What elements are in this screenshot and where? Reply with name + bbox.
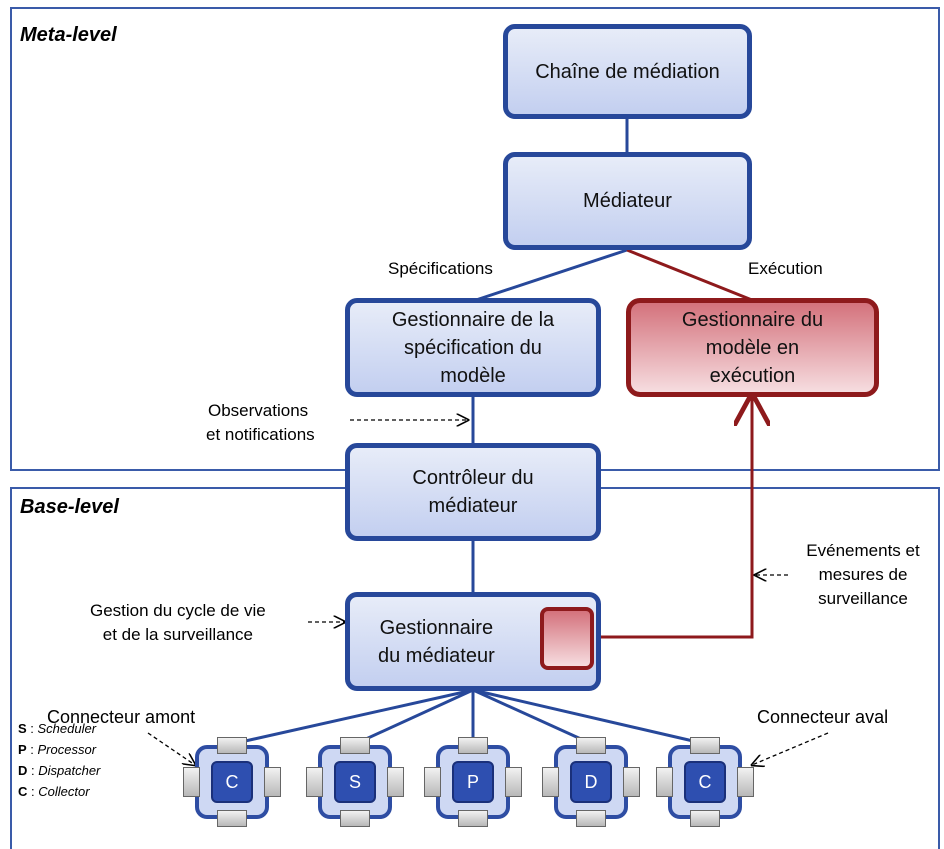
legend: S : Scheduler P : Processor D : Dispatch… (18, 718, 100, 802)
connector-dispatcher: D (542, 733, 640, 831)
monitoring-red-arrow (593, 396, 752, 639)
evenements-line-3: surveillance (818, 589, 908, 608)
chaine-de-mediation-box: Chaîne de médiation (503, 24, 752, 119)
port-left (542, 767, 559, 797)
wire-mediateur-spec (472, 248, 628, 303)
connecteur-amont-label: Connecteur amont (47, 707, 196, 727)
connector-letter: D (570, 761, 612, 803)
legend-item: D : Dispatcher (18, 763, 101, 778)
observations-line-1: Observations (208, 401, 309, 420)
port-bottom (690, 810, 720, 827)
wire-mediateur-exec (626, 248, 753, 302)
gest-exec-line-2: modèle en (705, 336, 800, 359)
gest-exec-line-1: Gestionnaire du (681, 308, 824, 331)
port-bottom (217, 810, 247, 827)
wire-to-connector-1 (231, 688, 474, 746)
connector-letter: C (211, 761, 253, 803)
legend-item: C : Collector (18, 784, 90, 799)
connector-letter: C (684, 761, 726, 803)
connector-collector-downstream: C (656, 733, 754, 831)
port-left (183, 767, 200, 797)
connecteur-amont-arrow (147, 732, 195, 765)
port-left (306, 767, 323, 797)
base-level-label: Base-level (20, 496, 119, 518)
port-right (387, 767, 404, 797)
gest-spec-line-3: modèle (440, 364, 506, 387)
execution-label: Exécution (748, 259, 823, 278)
gestionnaire-execution-box: Gestionnaire du modèle en exécution (626, 298, 879, 397)
chaine-de-mediation-label: Chaîne de médiation (535, 60, 720, 83)
legend-item: P : Processor (18, 742, 97, 757)
gestion-cycle-line-2: et de la surveillance (102, 625, 254, 644)
port-top (576, 737, 606, 754)
monitoring-probe (540, 607, 594, 670)
observations-annotation: Observations et notifications (206, 399, 315, 447)
evenements-line-1: Evénements et (806, 541, 920, 560)
port-left (424, 767, 441, 797)
gestion-cycle-annotation: Gestion du cycle de vie et de la surveil… (90, 599, 266, 647)
evenements-annotation: Evénements et mesures de surveillance (788, 539, 938, 611)
gestion-cycle-line-1: Gestion du cycle de vie (90, 601, 266, 620)
gest-med-line-1: Gestionnaire (379, 616, 494, 639)
controleur-box: Contrôleur du médiateur (345, 443, 601, 541)
port-right (505, 767, 522, 797)
connecteur-aval-label: Connecteur aval (757, 707, 889, 727)
legend-item: S : Scheduler (18, 721, 97, 736)
connecteur-aval-arrow (752, 732, 829, 765)
connector-letter: S (334, 761, 376, 803)
connector-processor: P (424, 733, 522, 831)
port-right (623, 767, 640, 797)
port-top (458, 737, 488, 754)
connector-collector-upstream: C (183, 733, 281, 831)
mediateur-label: Médiateur (583, 190, 672, 212)
port-right (264, 767, 281, 797)
gest-spec-line-1: Gestionnaire de la (391, 308, 555, 331)
controleur-line-2: médiateur (428, 495, 518, 517)
port-top (690, 737, 720, 754)
port-bottom (458, 810, 488, 827)
meta-level-label: Meta-level (20, 24, 117, 46)
gestionnaire-specification-box: Gestionnaire de la spécification du modè… (345, 298, 601, 397)
gest-spec-line-2: spécification du (404, 336, 542, 359)
specifications-label: Spécifications (388, 259, 493, 278)
port-bottom (340, 810, 370, 827)
port-right (737, 767, 754, 797)
observations-line-2: et notifications (206, 425, 315, 444)
connector-letter: P (452, 761, 494, 803)
port-top (340, 737, 370, 754)
gest-exec-line-3: exécution (709, 364, 796, 387)
controleur-line-1: Contrôleur du (412, 467, 534, 489)
wire-to-connector-5 (472, 688, 707, 746)
gest-med-line-2: du médiateur (378, 644, 495, 667)
evenements-line-2: mesures de (818, 565, 908, 584)
mediateur-box: Médiateur (503, 152, 752, 250)
port-top (217, 737, 247, 754)
wire-to-connector-4 (472, 688, 593, 746)
wire-to-connector-2 (354, 688, 474, 746)
port-bottom (576, 810, 606, 827)
connector-scheduler: S (306, 733, 404, 831)
port-left (656, 767, 673, 797)
